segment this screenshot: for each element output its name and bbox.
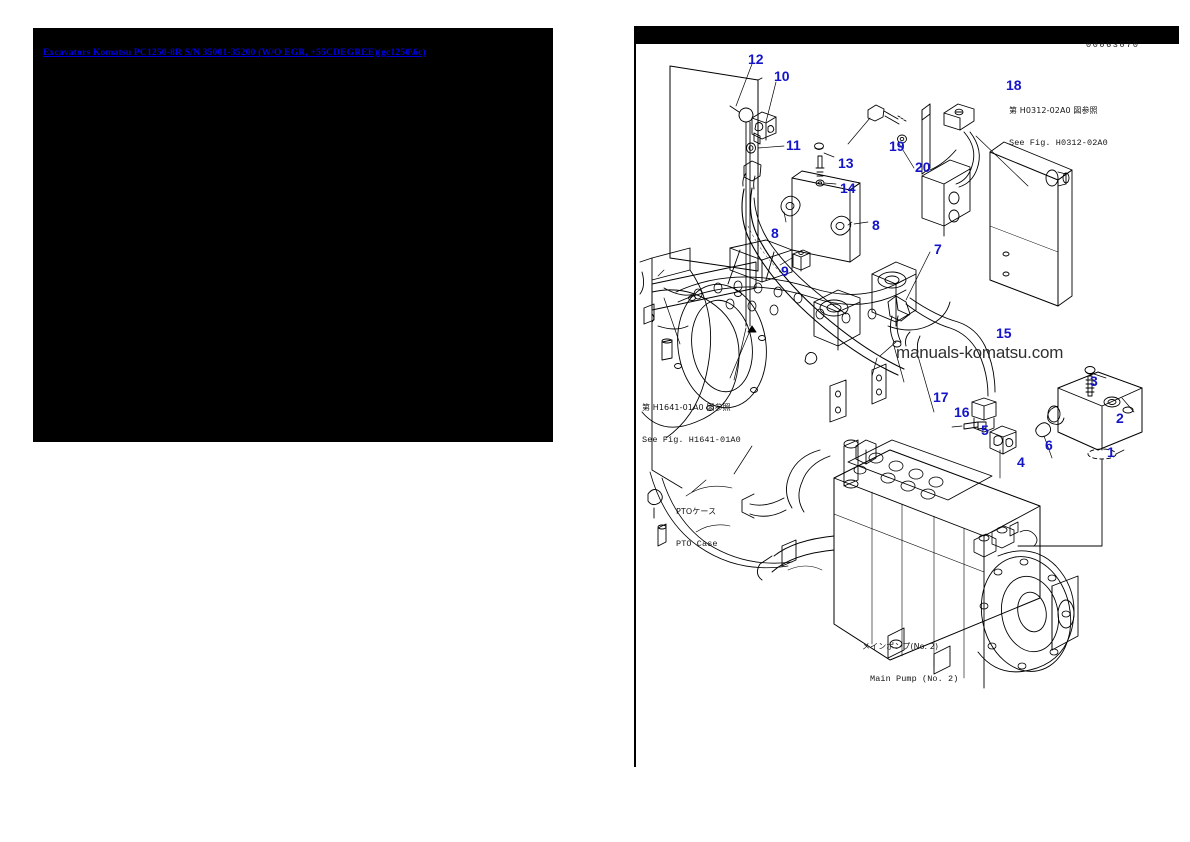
callout-8b[interactable]: 8 xyxy=(872,217,880,233)
note-en: PTO Case xyxy=(676,538,718,549)
exploded-view-diagram xyxy=(634,26,1179,768)
note-jp: 第 H1641-01A0 図参照 xyxy=(642,403,731,412)
drawing-left-rule xyxy=(634,44,636,767)
note-jp: 第 H0312-02A0 図参照 xyxy=(1009,106,1098,115)
callout-3[interactable]: 3 xyxy=(1090,373,1098,389)
callout-9[interactable]: 9 xyxy=(781,263,789,279)
callout-2[interactable]: 2 xyxy=(1116,410,1124,426)
drawing-top-bar xyxy=(634,26,1179,44)
callout-10[interactable]: 10 xyxy=(774,68,790,84)
callout-19[interactable]: 19 xyxy=(889,138,905,154)
callout-7[interactable]: 7 xyxy=(934,241,942,257)
note-pto-case: PTOケース PTO Case xyxy=(676,486,718,570)
note-en: See Fig. H0312-02A0 xyxy=(1009,137,1108,148)
callout-6[interactable]: 6 xyxy=(1045,437,1053,453)
note-en: See Fig. H1641-01A0 xyxy=(642,434,741,445)
note-jp: PTOケース xyxy=(676,507,717,516)
preview-panel: Excavators Komatsu PC1250-8R S/N 35001-3… xyxy=(33,28,553,442)
note-ref-h1641: 第 H1641-01A0 図参照 See Fig. H1641-01A0 xyxy=(642,382,741,466)
diagram-svg xyxy=(639,63,1143,689)
note-main-pump: メインポンプ(No. 2) Main Pump (No. 2) xyxy=(862,621,958,705)
callout-13[interactable]: 13 xyxy=(838,155,854,171)
note-ref-h0312: 第 H0312-02A0 図参照 See Fig. H0312-02A0 xyxy=(1009,85,1108,169)
callout-20[interactable]: 20 xyxy=(915,159,931,175)
note-en: Main Pump (No. 2) xyxy=(870,673,959,684)
callout-1[interactable]: 1 xyxy=(1107,444,1115,460)
callout-12[interactable]: 12 xyxy=(748,51,764,67)
callout-17[interactable]: 17 xyxy=(933,389,949,405)
callout-15[interactable]: 15 xyxy=(996,325,1012,341)
note-jp: メインポンプ(No. 2) xyxy=(862,642,939,651)
callout-16[interactable]: 16 xyxy=(954,404,970,420)
callout-5[interactable]: 5 xyxy=(981,422,989,438)
drawing-panel: 00063070 xyxy=(634,26,1179,768)
callout-11[interactable]: 11 xyxy=(786,137,801,153)
callout-4[interactable]: 4 xyxy=(1017,454,1025,470)
callout-14[interactable]: 14 xyxy=(840,180,856,196)
callout-18[interactable]: 18 xyxy=(1006,77,1022,93)
catalog-number: 00063070 xyxy=(1086,40,1140,50)
document-title-link[interactable]: Excavators Komatsu PC1250-8R S/N 35001-3… xyxy=(43,48,426,58)
callout-8a[interactable]: 8 xyxy=(771,225,779,241)
